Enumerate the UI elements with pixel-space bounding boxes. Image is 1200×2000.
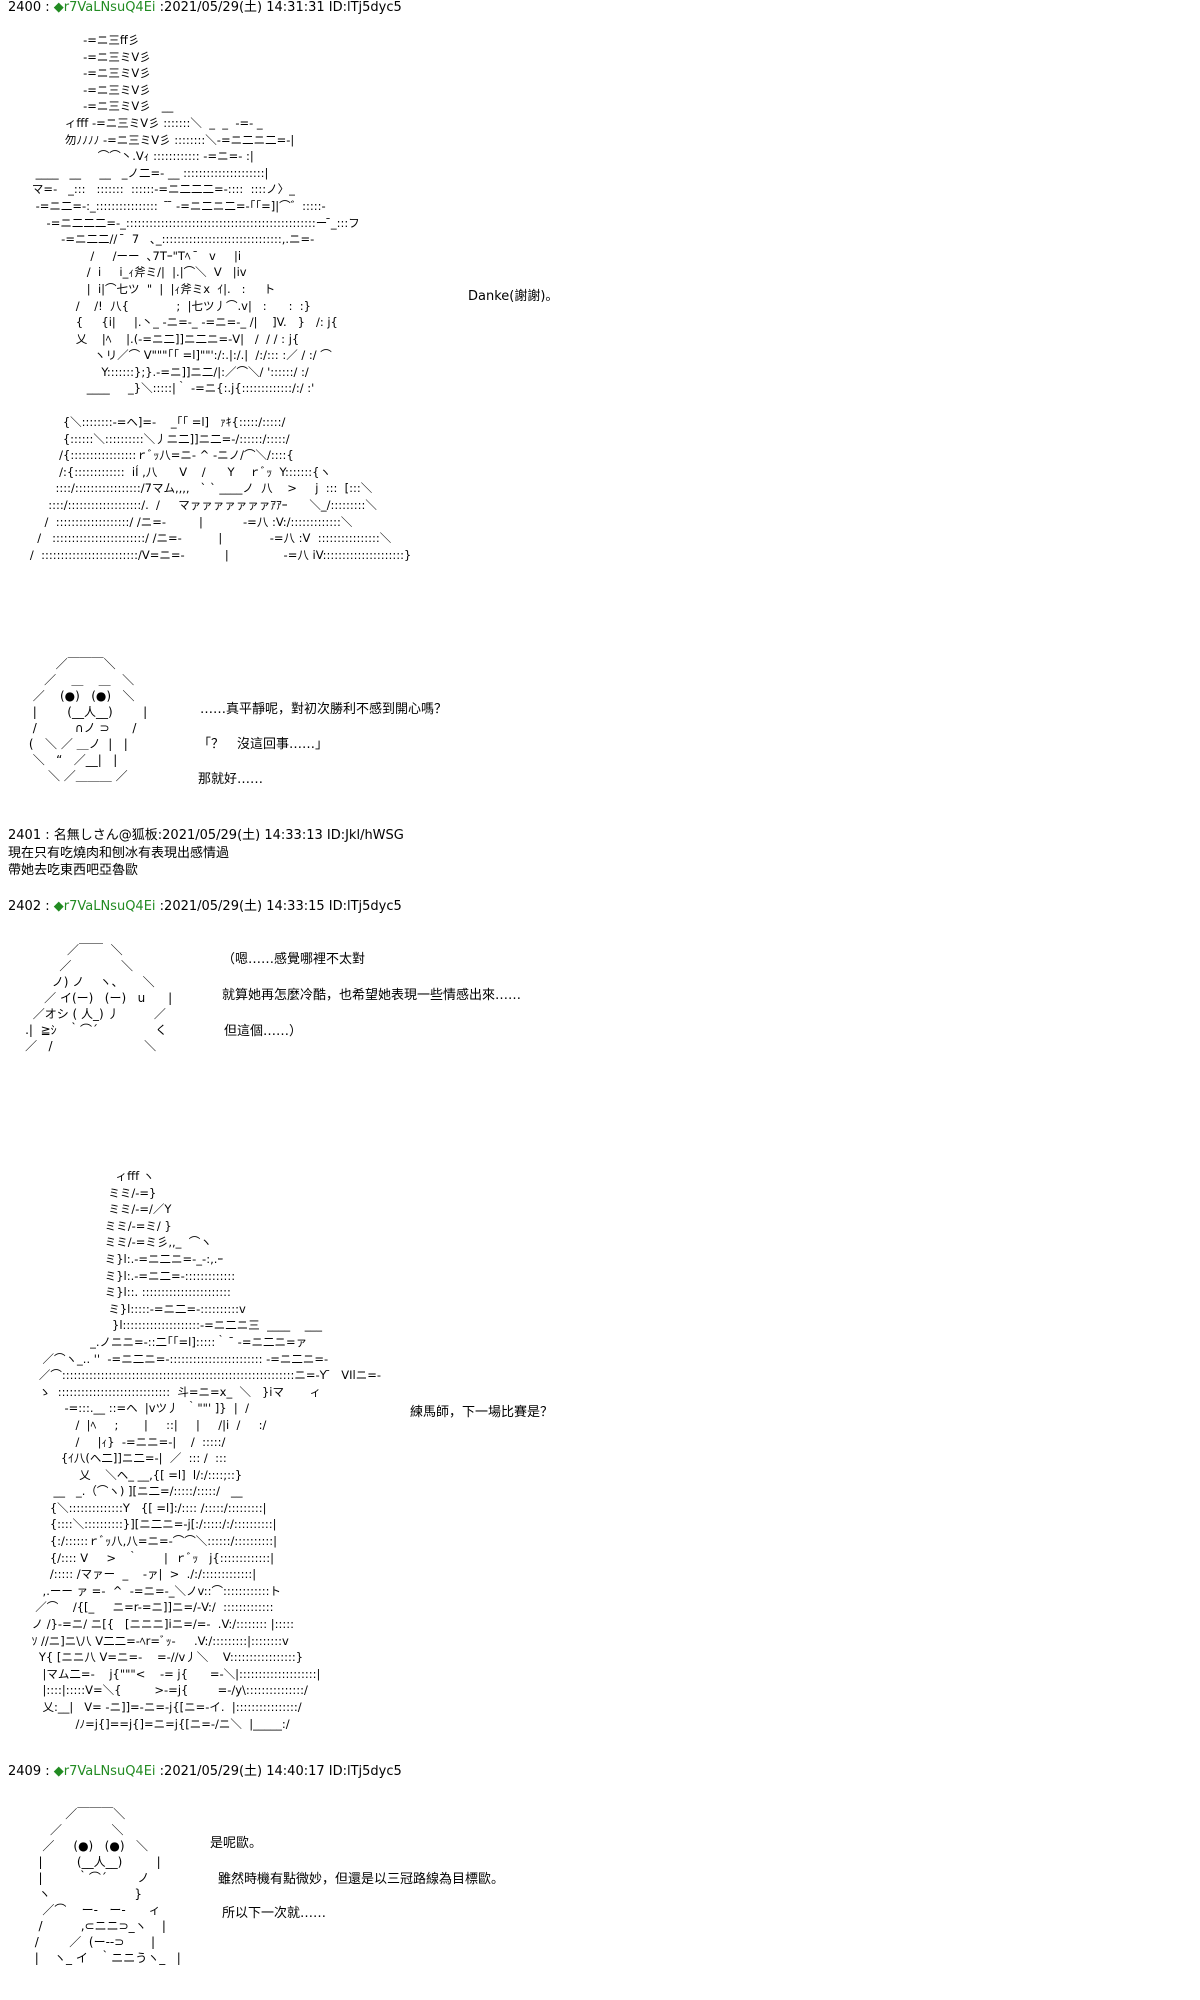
post-body-line: 現在只有吃燒肉和刨冰有表現出感情過: [8, 846, 230, 861]
post-header: 2402 : ◆r7VaLNsuQ4Ei :2021/05/29(土) 14:3…: [8, 899, 402, 914]
ascii-art-horse-girl: -=ニ三ff彡 -=ニ三ミV彡 -=ニ三ミV彡 -=ニ三ミV彡 -=ニ三ミV彡 …: [31, 33, 360, 396]
tripcode: ◆r7VaLNsuQ4Ei: [53, 0, 156, 15]
dialog-line: 那就好……: [198, 772, 264, 787]
post-header: 2400 : ◆r7VaLNsuQ4Ei :2021/05/29(土) 14:3…: [8, 0, 402, 15]
dialog-line: 雖然時機有點微妙，但還是以三冠路線為目標歐。: [218, 1872, 505, 1887]
dialog-line: 但這個……）: [224, 1024, 303, 1039]
dialog-line: ……真平靜呢，對初次勝利不感到開心嗎？: [200, 702, 448, 717]
dialog-line: 練馬師，下一場比賽是？: [410, 1405, 554, 1420]
dialog-line: 就算她再怎麼冷酷，也希望她表現一些情感出來……: [222, 988, 522, 1003]
post-number: 2409: [8, 1764, 42, 1779]
dialog-line: 是呢歐。: [210, 1836, 263, 1851]
post-header: 2409 : ◆r7VaLNsuQ4Ei :2021/05/29(土) 14:4…: [8, 1764, 402, 1779]
post-number: 2400: [8, 0, 42, 15]
ascii-art-yaruo-thinking: ／￣￣ ＼ ／ ＼ ノ) ノ ヽ、 ＼ ／ イ(ー) (ー) u | ／オシ (…: [25, 943, 173, 1053]
ascii-art-horse-girl-large: ィfff ヽ ミミ/-=} ミミ/-=/／Y ミミ/-=ミ/ } ミミ/-=ミ彡…: [31, 1169, 382, 1731]
post-meta: :2021/05/29(土) 14:31:31 ID:lTj5dyc5: [155, 0, 402, 15]
post-body-line: 帶她去吃東西吧亞魯歐: [8, 863, 139, 878]
dialog-line: 所以下一次就……: [222, 1906, 327, 1921]
ascii-art-yaruo: ／￣￣￣＼ ／ ＿ ＿ ＼ ／ (●) (●) ＼ | (__人__) | / …: [28, 657, 148, 783]
post-number: 2402: [8, 899, 42, 914]
dialog-line: （嗯……感覺哪裡不太對: [222, 952, 366, 967]
post-meta: :2021/05/29(土) 14:33:15 ID:lTj5dyc5: [155, 899, 402, 914]
tripcode: ◆r7VaLNsuQ4Ei: [53, 899, 156, 914]
tripcode: ◆r7VaLNsuQ4Ei: [53, 1764, 156, 1779]
post-meta: :2021/05/29(土) 14:40:17 ID:lTj5dyc5: [155, 1764, 402, 1779]
post-meta: :2021/05/29(土) 14:33:13 ID:Jkl/hWSG: [157, 828, 404, 843]
post-number: 2401: [8, 828, 42, 843]
poster-name: 名無しさん@狐板: [53, 828, 158, 843]
dialog-danke: Danke(謝謝)。: [468, 289, 559, 304]
ascii-art-horse-girl-skirt: {＼::::::::-=ヘ]=- _｢｢ =l] ｧｷ{:::::/:::::/…: [29, 415, 412, 562]
dialog-line: 「？ 沒這回事……」: [198, 737, 329, 752]
ascii-art-yaruo-talking: ／￣￣￣＼ ／ ＼ ／ (●) (●) ＼ | (__人__) | | ｀⌒´ …: [34, 1807, 181, 1965]
post-header: 2401 : 名無しさん@狐板:2021/05/29(土) 14:33:13 I…: [8, 828, 404, 843]
